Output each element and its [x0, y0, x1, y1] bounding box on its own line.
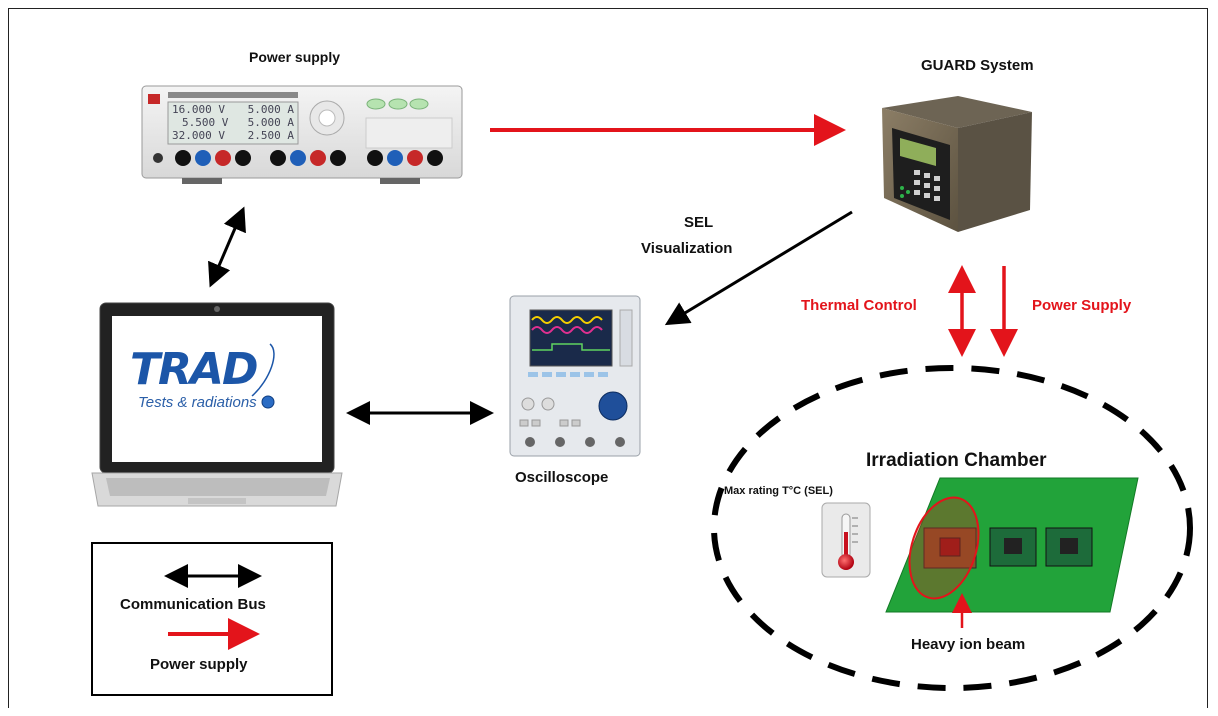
label-max-rating: Max rating T°C (SEL) [724, 485, 833, 497]
guard-system-device [882, 96, 1032, 232]
comm-arrow-psu-laptop [208, 206, 246, 288]
psu-row2-current: 5.000 A [247, 116, 294, 129]
label-sel: SEL [684, 214, 714, 231]
legend-label-communication-bus: Communication Bus [120, 596, 266, 613]
label-power-supply-right: Power Supply [1032, 297, 1132, 314]
oscilloscope-device [509, 295, 641, 457]
psu-row3-current: 2.500 A [247, 129, 294, 142]
irradiation-chamber-boundary [711, 365, 1193, 691]
trad-logo: TRAD Tests & radiations [130, 344, 258, 412]
laptop-device [91, 302, 343, 507]
figure-frame [8, 8, 1208, 708]
sel-arrow-guard-to-scope [664, 210, 853, 326]
label-visualization: Visualization [641, 240, 733, 257]
psu-row1-current: 5.000 A [247, 103, 294, 116]
label-heavy-ion-beam: Heavy ion beam [911, 636, 1026, 653]
heavy-ion-beam-spot [908, 496, 980, 600]
psu-terminals [153, 150, 443, 166]
test-board [885, 477, 1139, 613]
power-supply-device [141, 85, 463, 184]
label-power-supply: Power supply [249, 49, 341, 65]
trad-logo-tagline: Tests & radiations [138, 394, 257, 411]
trad-logo-brand: TRAD [130, 344, 258, 395]
psu-row2-voltage: 5.500 V [182, 116, 229, 129]
label-oscilloscope: Oscilloscope [515, 469, 609, 486]
psu-display: 16.000 V 5.000 A 5.500 V 5.000 A 32.000 V 2… [172, 103, 294, 142]
psu-row1-voltage: 16.000 V [172, 103, 225, 116]
label-thermal-control: Thermal Control [801, 297, 917, 314]
label-guard-system: GUARD System [921, 57, 1034, 74]
label-irradiation-chamber: Irradiation Chamber [866, 450, 1047, 471]
legend-label-power-supply: Power supply [150, 656, 248, 673]
psu-row3-voltage: 32.000 V [172, 129, 225, 142]
thermometer-icon [821, 502, 871, 578]
